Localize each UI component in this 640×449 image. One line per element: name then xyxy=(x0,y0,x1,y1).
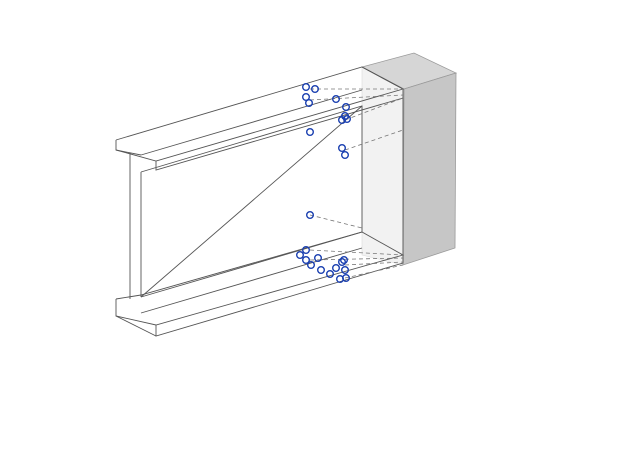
wall-front-face xyxy=(402,72,457,266)
snap-point[interactable] xyxy=(311,84,320,93)
snap-point[interactable] xyxy=(302,92,311,101)
hidden-line xyxy=(309,94,404,101)
snap-point[interactable] xyxy=(314,253,323,262)
snap-point[interactable] xyxy=(307,261,316,270)
snap-point[interactable] xyxy=(342,274,351,283)
hidden-line xyxy=(344,264,404,279)
top-flange-outer-edge xyxy=(115,66,405,162)
hidden-line xyxy=(344,97,404,121)
top-flange-lip xyxy=(115,149,142,156)
snap-point[interactable] xyxy=(342,102,351,111)
web-diagonal xyxy=(140,105,363,298)
snap-point[interactable] xyxy=(306,127,315,136)
snap-point[interactable] xyxy=(340,256,349,265)
snap-point[interactable] xyxy=(302,245,311,254)
snap-point[interactable] xyxy=(332,94,341,103)
snap-point[interactable] xyxy=(338,258,347,267)
bottom-flange-lower-edge xyxy=(155,255,404,337)
snap-point[interactable] xyxy=(302,256,311,265)
snap-points[interactable] xyxy=(296,82,352,284)
snap-point[interactable] xyxy=(332,264,341,273)
snap-point[interactable] xyxy=(306,210,315,219)
snap-point[interactable] xyxy=(341,266,350,275)
hidden-lines xyxy=(309,88,404,279)
hidden-line xyxy=(309,214,363,229)
channel-beam-wireframe[interactable] xyxy=(115,66,405,337)
top-flange-back-edge xyxy=(361,66,404,90)
wall-block[interactable] xyxy=(360,52,458,266)
web-front-outline xyxy=(140,105,363,298)
snap-point[interactable] xyxy=(326,270,335,279)
snap-point[interactable] xyxy=(317,266,326,275)
snap-point[interactable] xyxy=(302,82,311,91)
bottom-flange-lip xyxy=(115,315,157,337)
snap-point[interactable] xyxy=(338,143,347,152)
snap-point[interactable] xyxy=(341,111,350,120)
snap-point[interactable] xyxy=(305,98,314,107)
hidden-line xyxy=(344,261,404,266)
hidden-line xyxy=(344,129,404,151)
bottom-flange-lip-edge xyxy=(140,247,363,314)
top-flange-inner-edge xyxy=(155,97,404,171)
snap-point[interactable] xyxy=(296,250,305,259)
hidden-line xyxy=(309,249,404,256)
top-flange-lip-edge xyxy=(140,89,363,156)
snap-point[interactable] xyxy=(341,150,350,159)
hidden-line xyxy=(309,257,404,261)
